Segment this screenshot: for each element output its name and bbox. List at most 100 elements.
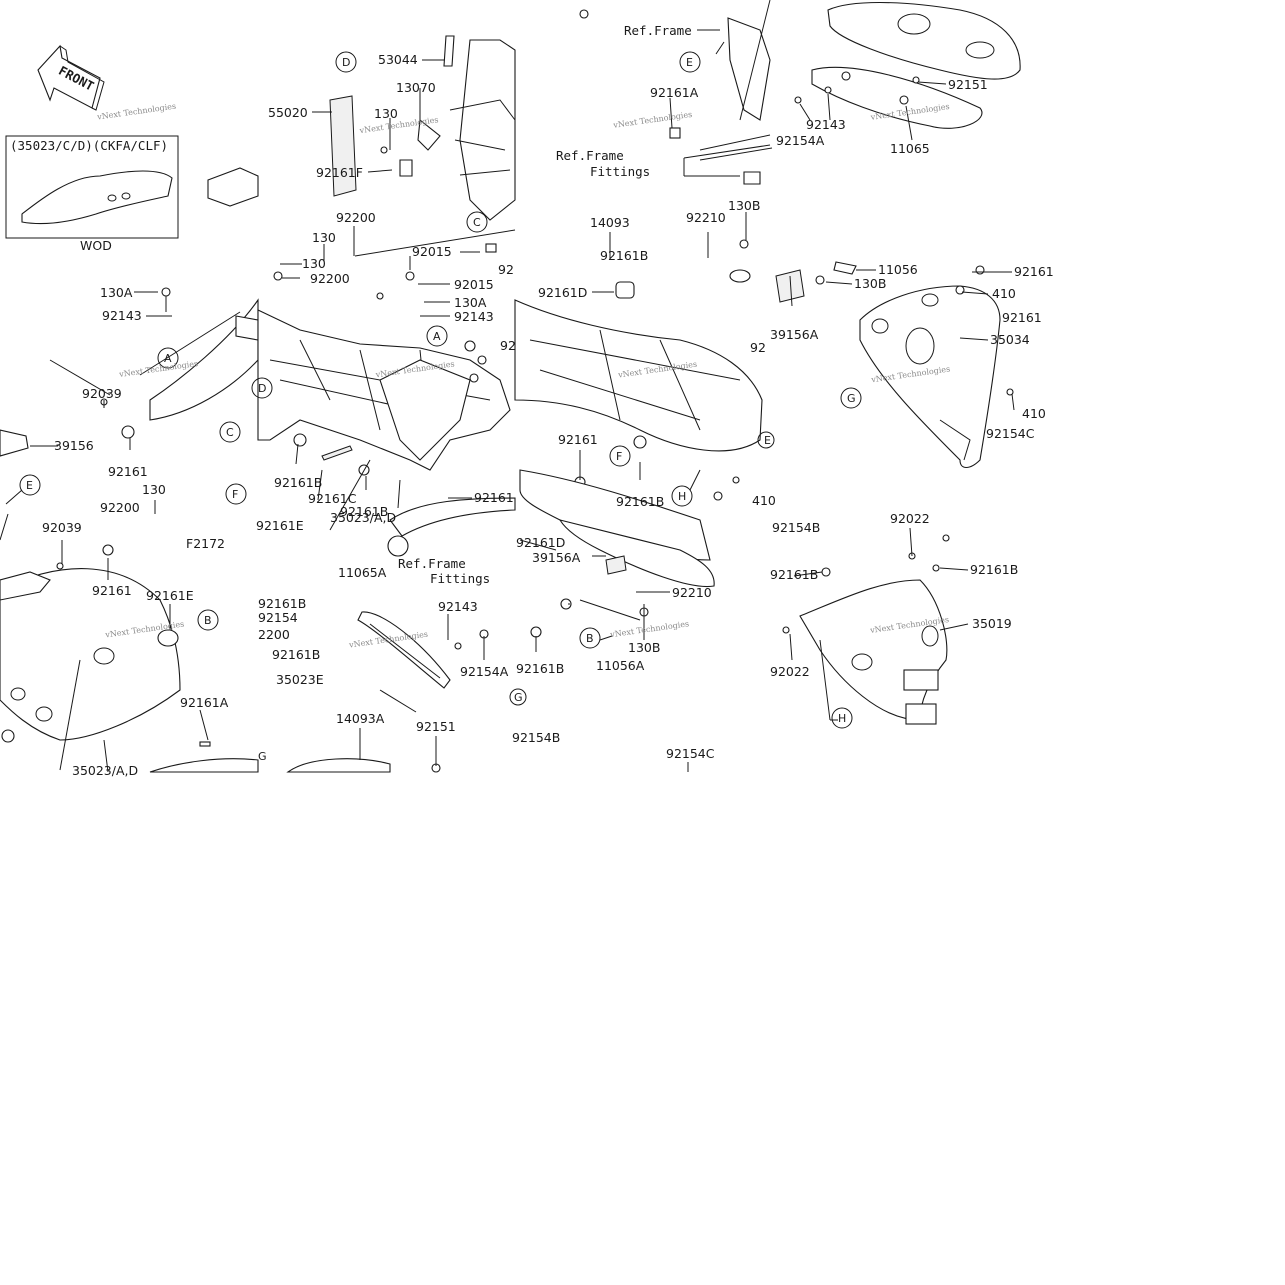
part-label: 92210 <box>672 585 712 600</box>
callout-g: G <box>514 691 523 704</box>
part-label: 92161B <box>272 647 320 662</box>
part-label: 92210 <box>686 210 726 225</box>
tile-rear-frame-upper <box>329 35 516 257</box>
callout-g: G <box>847 392 856 405</box>
part-number-labels: 53044 55020 13070 130 92161F 92200 130 9… <box>42 52 1054 778</box>
part-label: 35023/A,D <box>330 510 396 525</box>
part-label: 92015 <box>412 244 452 259</box>
watermark: vNext Technologies <box>612 110 693 130</box>
part-label: 92154 <box>258 610 298 625</box>
part-label: 92200 <box>310 271 350 286</box>
part-label: 92161A <box>180 695 229 710</box>
part-label: 92151 <box>948 77 988 92</box>
part-label: 35034 <box>990 332 1030 347</box>
part-label: 92161B <box>770 567 818 582</box>
callout-a: A <box>433 330 441 343</box>
callout-b: B <box>204 614 212 627</box>
part-label: 92143 <box>102 308 142 323</box>
tile-rear-mudguard-cover <box>815 261 1014 469</box>
part-label: 92161 <box>1002 310 1042 325</box>
callout-c: C <box>473 216 481 229</box>
part-label: 92161D <box>538 285 587 300</box>
part-label: 92161D <box>516 535 565 550</box>
part-label: 92161B <box>340 504 388 519</box>
part-label: 92161B <box>616 494 664 509</box>
callout-e: E <box>764 434 771 447</box>
part-label: 92143 <box>806 117 846 132</box>
tile-rear-fender-lower <box>782 534 950 725</box>
part-label: 92200 <box>336 210 376 225</box>
part-label: 53044 <box>378 52 418 67</box>
callout-d: D <box>258 382 266 395</box>
part-label: 35023E <box>276 672 324 687</box>
callout-e: E <box>26 479 33 492</box>
part-label: 130A <box>454 295 487 310</box>
part-label: 92161C <box>308 491 357 506</box>
leader-lines <box>30 29 1015 773</box>
part-label: 130A <box>100 285 133 300</box>
part-label: 130B <box>728 198 760 213</box>
part-label: 2200 <box>258 627 290 642</box>
callout-b: B <box>586 632 594 645</box>
tile-tail-pieces <box>286 611 489 773</box>
part-label: 130 <box>374 106 398 121</box>
part-label: 92161B <box>516 661 564 676</box>
part-label: 35023/A,D <box>72 763 138 778</box>
callout-h: H <box>838 712 846 725</box>
part-label: 92039 <box>42 520 82 535</box>
part-label: 92154B <box>512 730 560 745</box>
ref-frame-label: Ref.Frame <box>556 148 624 163</box>
part-label: 92161 <box>108 464 148 479</box>
fittings-label: Fittings <box>590 164 650 179</box>
inset-heading: (35023/C/D)(CKFA/CLF) <box>10 138 168 153</box>
callout-c: C <box>226 426 234 439</box>
part-label: 92022 <box>770 664 810 679</box>
tile-front-fender <box>0 544 259 773</box>
part-label: 92039 <box>82 386 122 401</box>
tile-rear-top-bracket <box>579 0 773 249</box>
part-label: 14093 <box>590 215 630 230</box>
watermark: vNext Technologies <box>96 102 177 122</box>
part-label: 92154C <box>666 746 715 761</box>
part-label: 92154C <box>986 426 1035 441</box>
part-label: 11056 <box>878 262 918 277</box>
ref-frame-label: Ref.Frame <box>398 556 466 571</box>
part-label: 92154A <box>776 133 825 148</box>
part-label: 13070 <box>396 80 436 95</box>
tile-rear-fender-inner <box>514 269 805 561</box>
part-label: 39156A <box>770 327 819 342</box>
callout-f: F <box>616 450 622 463</box>
inset-caption: WOD <box>80 238 112 253</box>
part-label: 130B <box>628 640 660 655</box>
part-label: 92161B <box>274 475 322 490</box>
part-label: 92161E <box>146 588 194 603</box>
ref-frame-label: Ref.Frame <box>624 23 692 38</box>
tile-rear-cowl <box>794 1 1021 129</box>
part-label: 11065 <box>890 141 930 156</box>
part-label: 92 <box>500 338 516 353</box>
part-label: 92161B <box>970 562 1018 577</box>
part-label: 130 <box>302 256 326 271</box>
part-label: 130 <box>312 230 336 245</box>
part-label: 92161 <box>92 583 132 598</box>
part-label: 130B <box>854 276 886 291</box>
ref-labels: Ref.Frame Ref.Frame Fittings Ref.Frame F… <box>398 23 692 586</box>
part-label: 14093A <box>336 711 385 726</box>
part-label: 92143 <box>454 309 494 324</box>
part-label: 39156 <box>54 438 94 453</box>
part-label: 92151 <box>416 719 456 734</box>
callouts: D E C A D C A E F F H G B B G H G E <box>19 51 862 763</box>
part-label: 92161E <box>256 518 304 533</box>
part-label: 92161 <box>558 432 598 447</box>
part-label: 92154A <box>460 664 509 679</box>
tile-rear-frame-main <box>257 271 516 557</box>
part-label: 92161B <box>258 596 306 611</box>
part-label: 11056A <box>596 658 645 673</box>
part-label: 92161 <box>1014 264 1054 279</box>
figure-code: F2172 <box>186 536 225 551</box>
part-label: 92200 <box>100 500 140 515</box>
part-label: 35019 <box>972 616 1012 631</box>
front-arrow-icon: FRONT <box>37 44 105 111</box>
part-label: 92 <box>498 262 514 277</box>
